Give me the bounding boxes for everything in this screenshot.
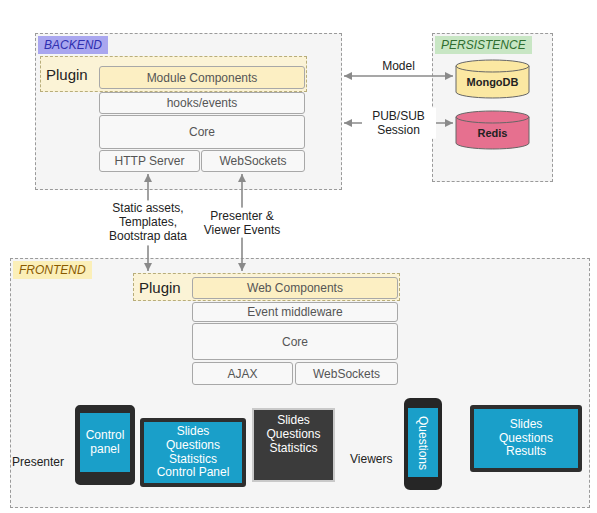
node-text: Control panel bbox=[80, 429, 130, 457]
node-text: MongoDB bbox=[467, 70, 519, 88]
node-text: Plugin bbox=[41, 66, 88, 83]
region-panel: FRONTEND Plugin Web ComponentsEvent middle… bbox=[10, 258, 590, 508]
region-tag: FRONTEND bbox=[13, 261, 92, 279]
database-cylinder: MongoDB bbox=[455, 59, 530, 99]
node-text: Slides Questions Statistics bbox=[258, 414, 330, 480]
component-box: Event middleware bbox=[192, 302, 398, 322]
phone-device: Questions bbox=[404, 398, 442, 490]
region-panel: PERSISTENCE MongoDB Redis bbox=[432, 33, 553, 182]
node-text: Core bbox=[282, 335, 308, 349]
node-text: Web Components bbox=[247, 281, 343, 295]
plugin-box: Plugin Module Components bbox=[40, 56, 307, 92]
actor-label: Presenter bbox=[12, 455, 64, 469]
node-text: AJAX bbox=[227, 367, 257, 381]
component-box: hooks/events bbox=[99, 92, 305, 114]
region-tag: PERSISTENCE bbox=[435, 36, 532, 54]
laptop-screen: Slides Questions Results bbox=[470, 405, 582, 472]
component-box: WebSockets bbox=[201, 150, 305, 172]
database-cylinder: Redis bbox=[455, 110, 530, 150]
projector-screen: Slides Questions Statistics bbox=[252, 408, 335, 482]
component-box: WebSockets bbox=[295, 362, 398, 385]
node-text: Module Components bbox=[147, 71, 258, 85]
component-box: Web Components bbox=[192, 277, 398, 299]
node-text: Slides Questions Statistics Control Pane… bbox=[151, 425, 235, 480]
node-text: hooks/events bbox=[167, 96, 238, 110]
node-text: Plugin bbox=[134, 279, 181, 296]
plugin-box: Plugin Web Components bbox=[133, 273, 400, 301]
component-box: Module Components bbox=[99, 66, 305, 89]
edge-label: Model bbox=[380, 58, 417, 74]
laptop-screen: Slides Questions Statistics Control Pane… bbox=[140, 418, 246, 487]
component-box: AJAX bbox=[192, 362, 293, 385]
component-box: HTTP Server bbox=[99, 150, 200, 172]
node-text: WebSockets bbox=[313, 367, 380, 381]
node-text: Questions bbox=[416, 415, 430, 469]
node-text: Slides Questions Results bbox=[484, 418, 568, 459]
node-text: Redis bbox=[478, 121, 508, 139]
node-text: Core bbox=[189, 125, 215, 139]
edge-label: PUB/SUB Session bbox=[362, 108, 436, 139]
tablet-device: Control panel bbox=[75, 405, 135, 485]
node-text: HTTP Server bbox=[115, 154, 185, 168]
edge-label: Static assets, Templates, Bootstrap data bbox=[100, 200, 196, 245]
component-box: Core bbox=[192, 323, 398, 360]
node-text: WebSockets bbox=[219, 154, 286, 168]
node-text: Event middleware bbox=[247, 305, 342, 319]
edge-label: Presenter & Viewer Events bbox=[194, 207, 290, 238]
component-box: Core bbox=[99, 115, 305, 149]
region-panel: BACKEND Plugin Module Components hooks/even… bbox=[35, 33, 342, 190]
region-tag: BACKEND bbox=[38, 36, 108, 54]
actor-label: Viewers bbox=[350, 452, 392, 466]
